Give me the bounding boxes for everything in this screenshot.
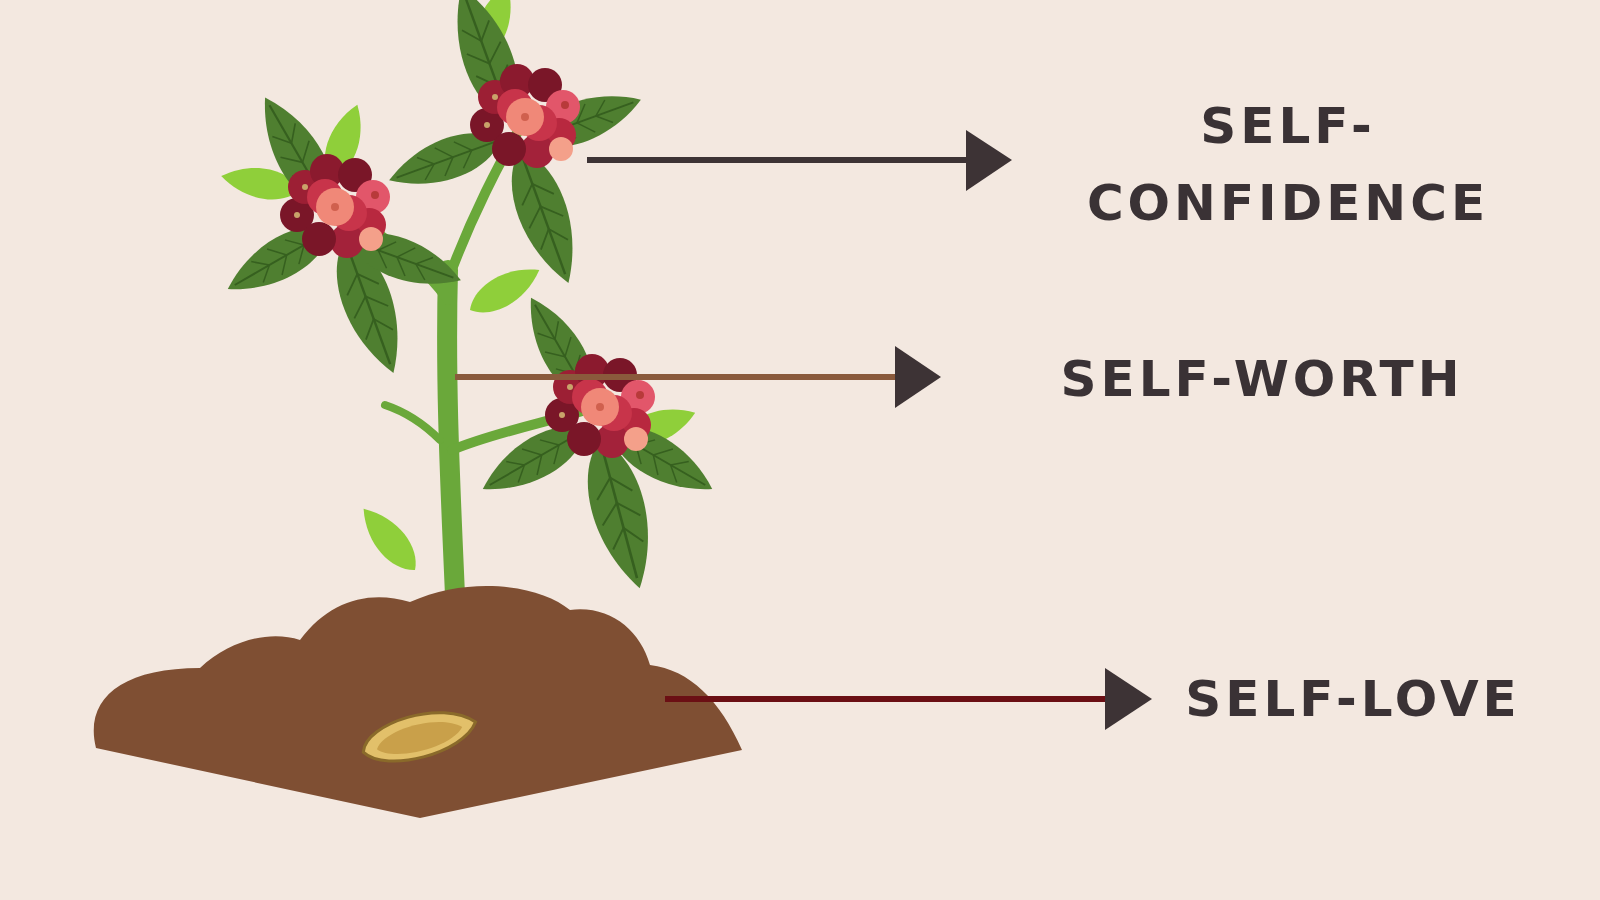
leader-arrow xyxy=(587,130,1012,191)
leader-arrow xyxy=(665,668,1152,730)
concept-label: SELF-LOVE xyxy=(1153,661,1553,739)
leader-arrow xyxy=(455,346,941,408)
berry-clusters xyxy=(280,64,655,458)
concept-label: SELF-WORTH xyxy=(1032,341,1492,419)
seed xyxy=(358,703,480,769)
concept-label: SELF- CONFIDENCE xyxy=(1078,88,1498,243)
dark-leaves xyxy=(218,0,723,595)
soil-mound xyxy=(94,586,742,818)
